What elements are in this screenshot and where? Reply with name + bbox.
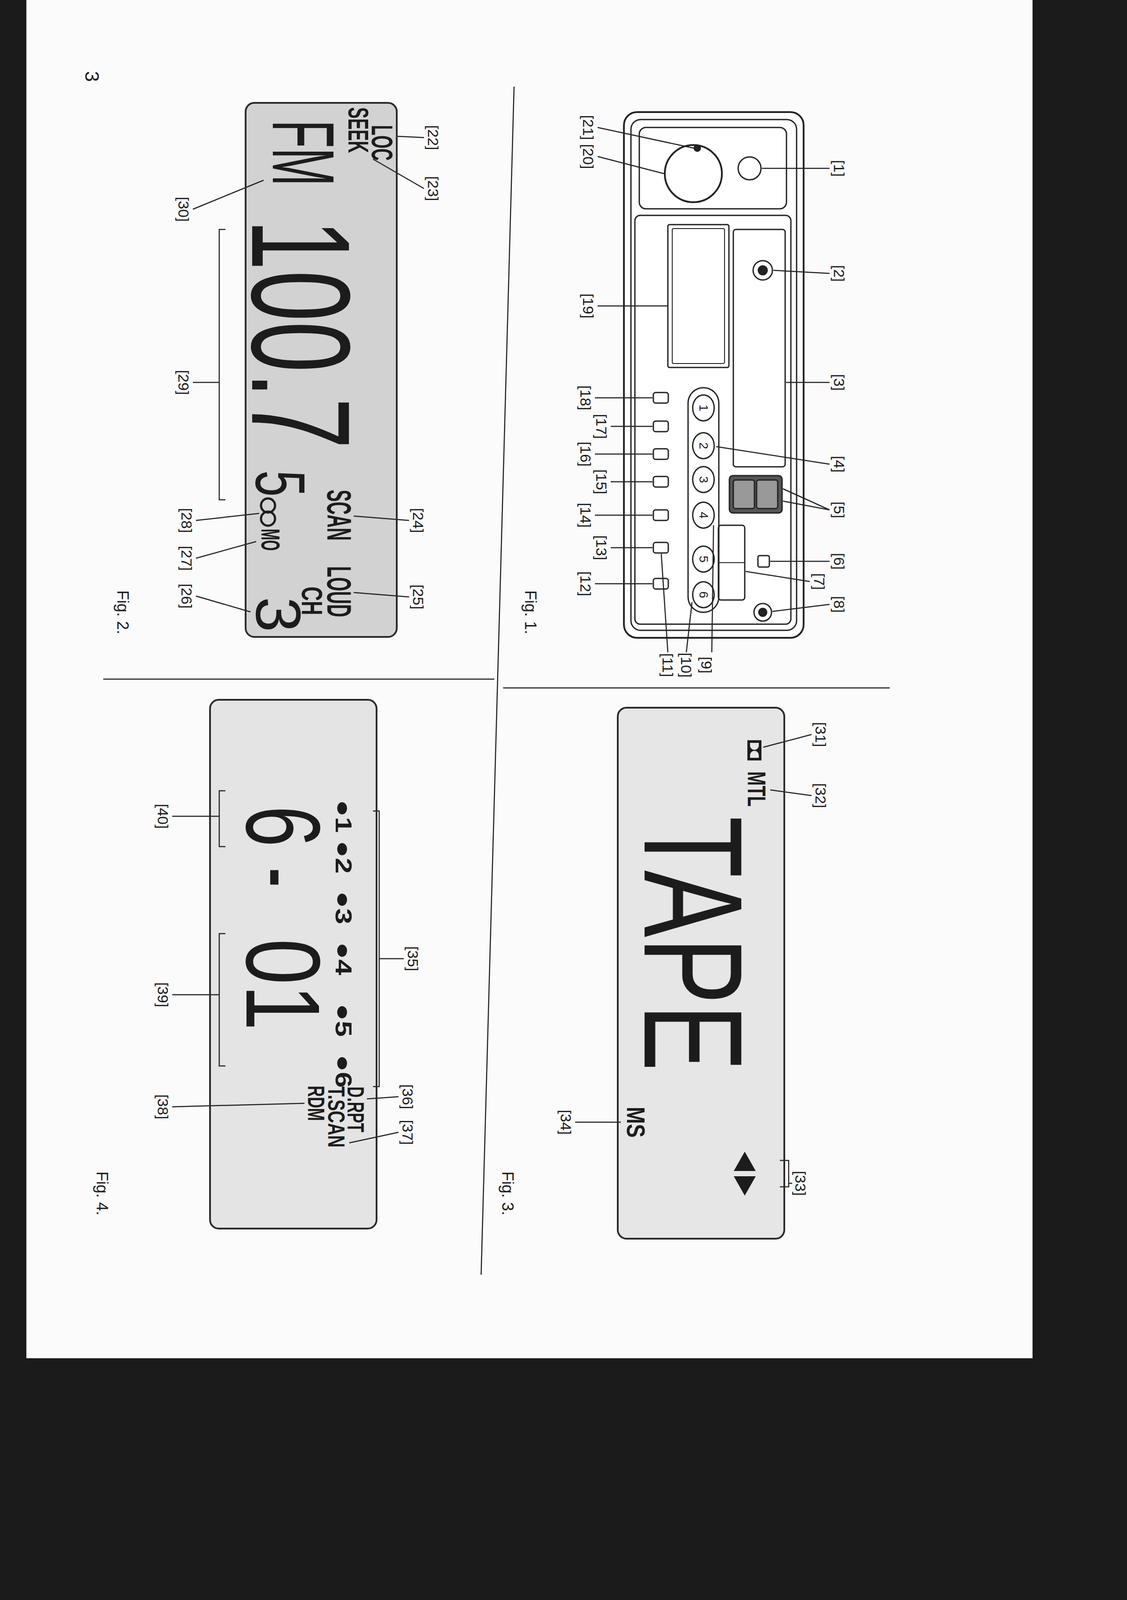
callout-number: [5] (831, 501, 847, 519)
preset-button: 6 (692, 580, 715, 609)
preset-button: 4 (692, 501, 715, 529)
callout-number: [9] (699, 656, 714, 674)
callout-number: [12] (578, 571, 594, 597)
segment-digits: 01 (230, 938, 336, 1030)
callout-number: [14] (578, 502, 594, 528)
callout-number: [13] (594, 535, 609, 561)
segment-digits: - (230, 867, 336, 888)
lcd-display: LOCSEEKFM100.75SCANLOUDCHMO3 (244, 101, 398, 638)
callout-number: [30] (176, 196, 192, 222)
callout-number: [6] (831, 552, 847, 570)
segment-digits: 100.7 (230, 219, 372, 449)
callout-number: [40] (155, 803, 171, 829)
lcd-display: ●1●2●3●4●5●66-01D.RPTT.SCANRDM (209, 698, 378, 1229)
callout-number: Fig. 2. (114, 590, 131, 635)
callout-number: Fig. 4. (94, 1170, 110, 1215)
display-indicator: RDM (304, 1085, 329, 1121)
button-number: 2 (697, 442, 710, 450)
segment-digits: TAPE (623, 815, 764, 1071)
page-number: 3 (82, 71, 102, 82)
display-indicator: MS (623, 1106, 649, 1138)
callout-number: [20] (580, 144, 596, 170)
callout-number: [1] (831, 159, 847, 177)
callout-number: [27] (179, 545, 195, 571)
callout-number: [31] (813, 721, 829, 747)
callout-number: [3] (831, 373, 847, 391)
callout-number: [16] (578, 441, 594, 467)
callout-number: [23] (425, 176, 441, 202)
callout-number: [29] (176, 369, 192, 395)
button-number: 3 (697, 475, 710, 483)
lcd-display: MTL TAPE MS (616, 706, 786, 1240)
segment-digits: 3 (246, 596, 310, 633)
display-indicator: ●6 (332, 1054, 356, 1088)
segment-digits: FM (259, 119, 348, 186)
callout-number: [21] (580, 115, 596, 141)
callout-number: [7] (811, 572, 827, 590)
callout-number: [2] (831, 264, 847, 282)
callout-number: [28] (179, 507, 195, 533)
segment-digits: 5 (245, 470, 316, 497)
callout-number: [34] (558, 1109, 574, 1135)
preset-button: 2 (692, 431, 715, 460)
preset-button: 1 (692, 394, 715, 422)
callout-number: [33] (793, 1170, 809, 1196)
callout-number: [39] (155, 982, 171, 1008)
button-number: 1 (697, 404, 710, 412)
callout-number: [26] (179, 583, 195, 609)
callout-number: [19] (580, 293, 596, 319)
callout-number: [37] (400, 1119, 416, 1145)
segment-digits: 6 (230, 805, 336, 847)
preset-button: 3 (692, 465, 715, 493)
callout-number: [18] (578, 385, 594, 411)
display-indicator: MO (257, 528, 284, 551)
callout-number: [4] (831, 455, 847, 473)
display-indicator: SCAN (322, 489, 357, 541)
button-number: 4 (697, 511, 710, 519)
display-indicator: MTL (743, 771, 770, 807)
callout-number: [24] (410, 507, 426, 533)
callout-number: [22] (425, 125, 441, 151)
button-number: 5 (697, 555, 710, 563)
button-number: 6 (697, 590, 710, 598)
callout-number: [35] (405, 945, 421, 972)
callout-number: [25] (410, 584, 426, 610)
callout-number: [38] (155, 1094, 171, 1120)
callout-number: [11] (660, 652, 676, 677)
callout-number: [36] (400, 1083, 416, 1109)
display-indicator: LOUD (322, 565, 357, 617)
callout-number: [17] (594, 413, 609, 439)
callout-number: [8] (831, 595, 847, 613)
callout-number: [15] (594, 469, 609, 495)
callout-number: [32] (813, 782, 829, 809)
callout-number: Fig. 1. (522, 590, 539, 635)
callout-number: Fig. 3. (499, 1170, 516, 1215)
display-indicator: T.SCAN (324, 1085, 349, 1147)
preset-button: 5 (692, 545, 715, 573)
display-indicator: ●3 (332, 890, 356, 924)
display-indicator: SEEK (344, 107, 373, 153)
callout-number: [10] (678, 652, 694, 678)
